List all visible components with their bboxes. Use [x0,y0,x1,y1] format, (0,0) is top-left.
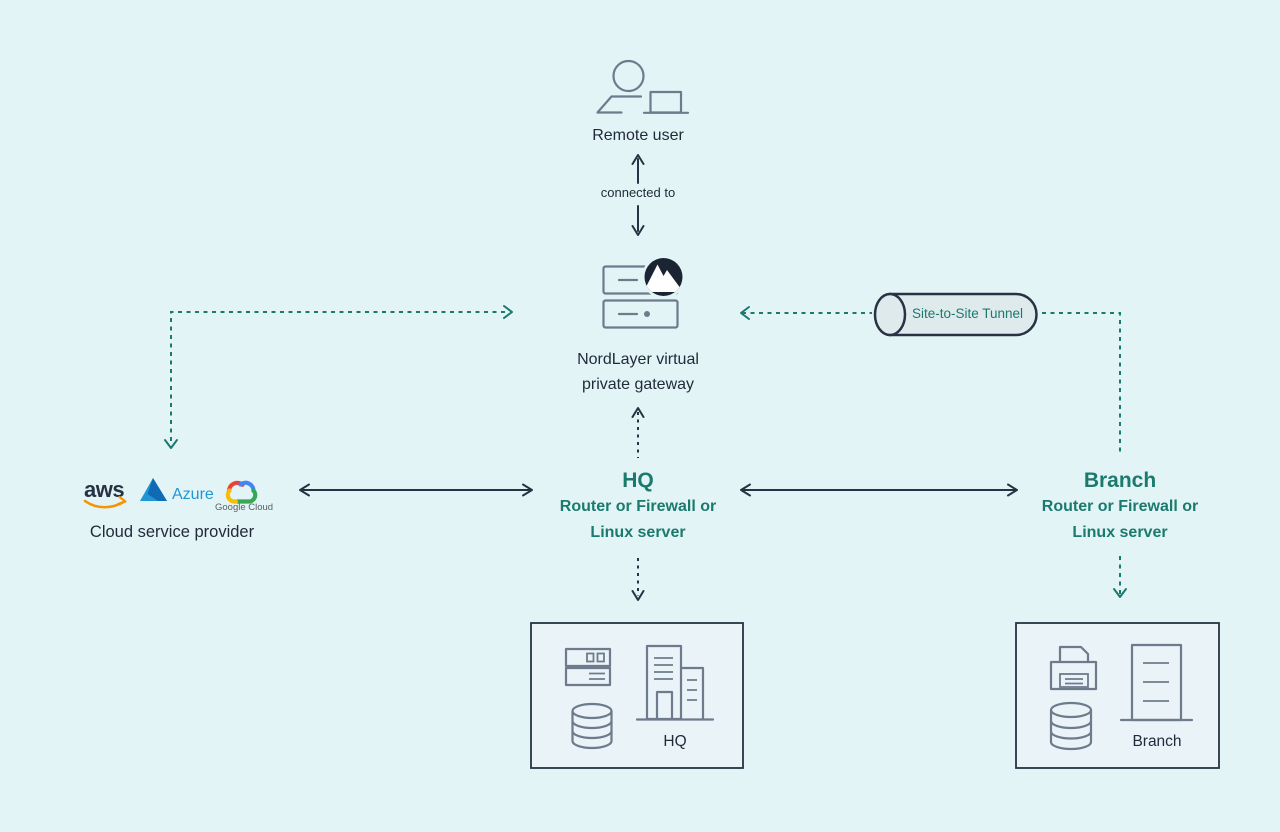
gateway-tunnel-branch-dashed-path [740,306,1121,452]
hq-branch-arrow [740,483,1018,497]
google-cloud-wordmark: Google Cloud [215,502,273,513]
branch-node: Branch Router or Firewall or Linux serve… [1030,468,1210,546]
gateway-label: NordLayer virtual private gateway [577,351,699,393]
cloud-provider-label: Cloud service provider [89,523,255,541]
hq-gateway-dashed-arrow [631,407,645,458]
branch-officebox-dashed-arrow [1113,556,1127,598]
hq-server-icon [564,647,612,687]
google-cloud-logo: Google Cloud [215,480,273,513]
remote-user-icon [596,59,690,114]
remote-user-gateway-arrow [631,154,645,236]
hq-office-box [530,622,744,769]
branch-database-icon [1049,701,1093,751]
branch-printer-icon [1049,645,1098,691]
site-to-site-tunnel [873,292,1038,337]
remote-user-label: Remote user [592,127,684,144]
azure-wordmark: Azure [172,486,214,503]
aws-logo: aws [83,477,127,509]
hq-node: HQ Router or Firewall or Linux server [548,468,728,546]
branch-title: Branch [1083,469,1157,492]
azure-logo: Azure [140,478,214,503]
hq-subtitle: Router or Firewall or Linux server [559,498,717,541]
nordlayer-logo-icon [642,255,685,299]
hq-database-icon [571,702,613,750]
hq-title: HQ [622,469,654,492]
hq-officebox-dashed-arrow [631,558,645,601]
aws-wordmark: aws [84,477,124,502]
cloud-hq-arrow [299,483,533,497]
gateway-cloud-dashed-path [164,305,513,449]
connected-to-label: connected to [600,185,676,200]
branch-office-label: Branch [1132,733,1182,750]
branch-building-icon [1119,643,1194,722]
branch-office-box [1015,622,1220,769]
hq-office-label: HQ [663,733,687,750]
tunnel-label: Site-to-Site Tunnel [911,306,1024,321]
branch-subtitle: Router or Firewall or Linux server [1041,498,1199,541]
hq-building-icon [635,644,715,721]
